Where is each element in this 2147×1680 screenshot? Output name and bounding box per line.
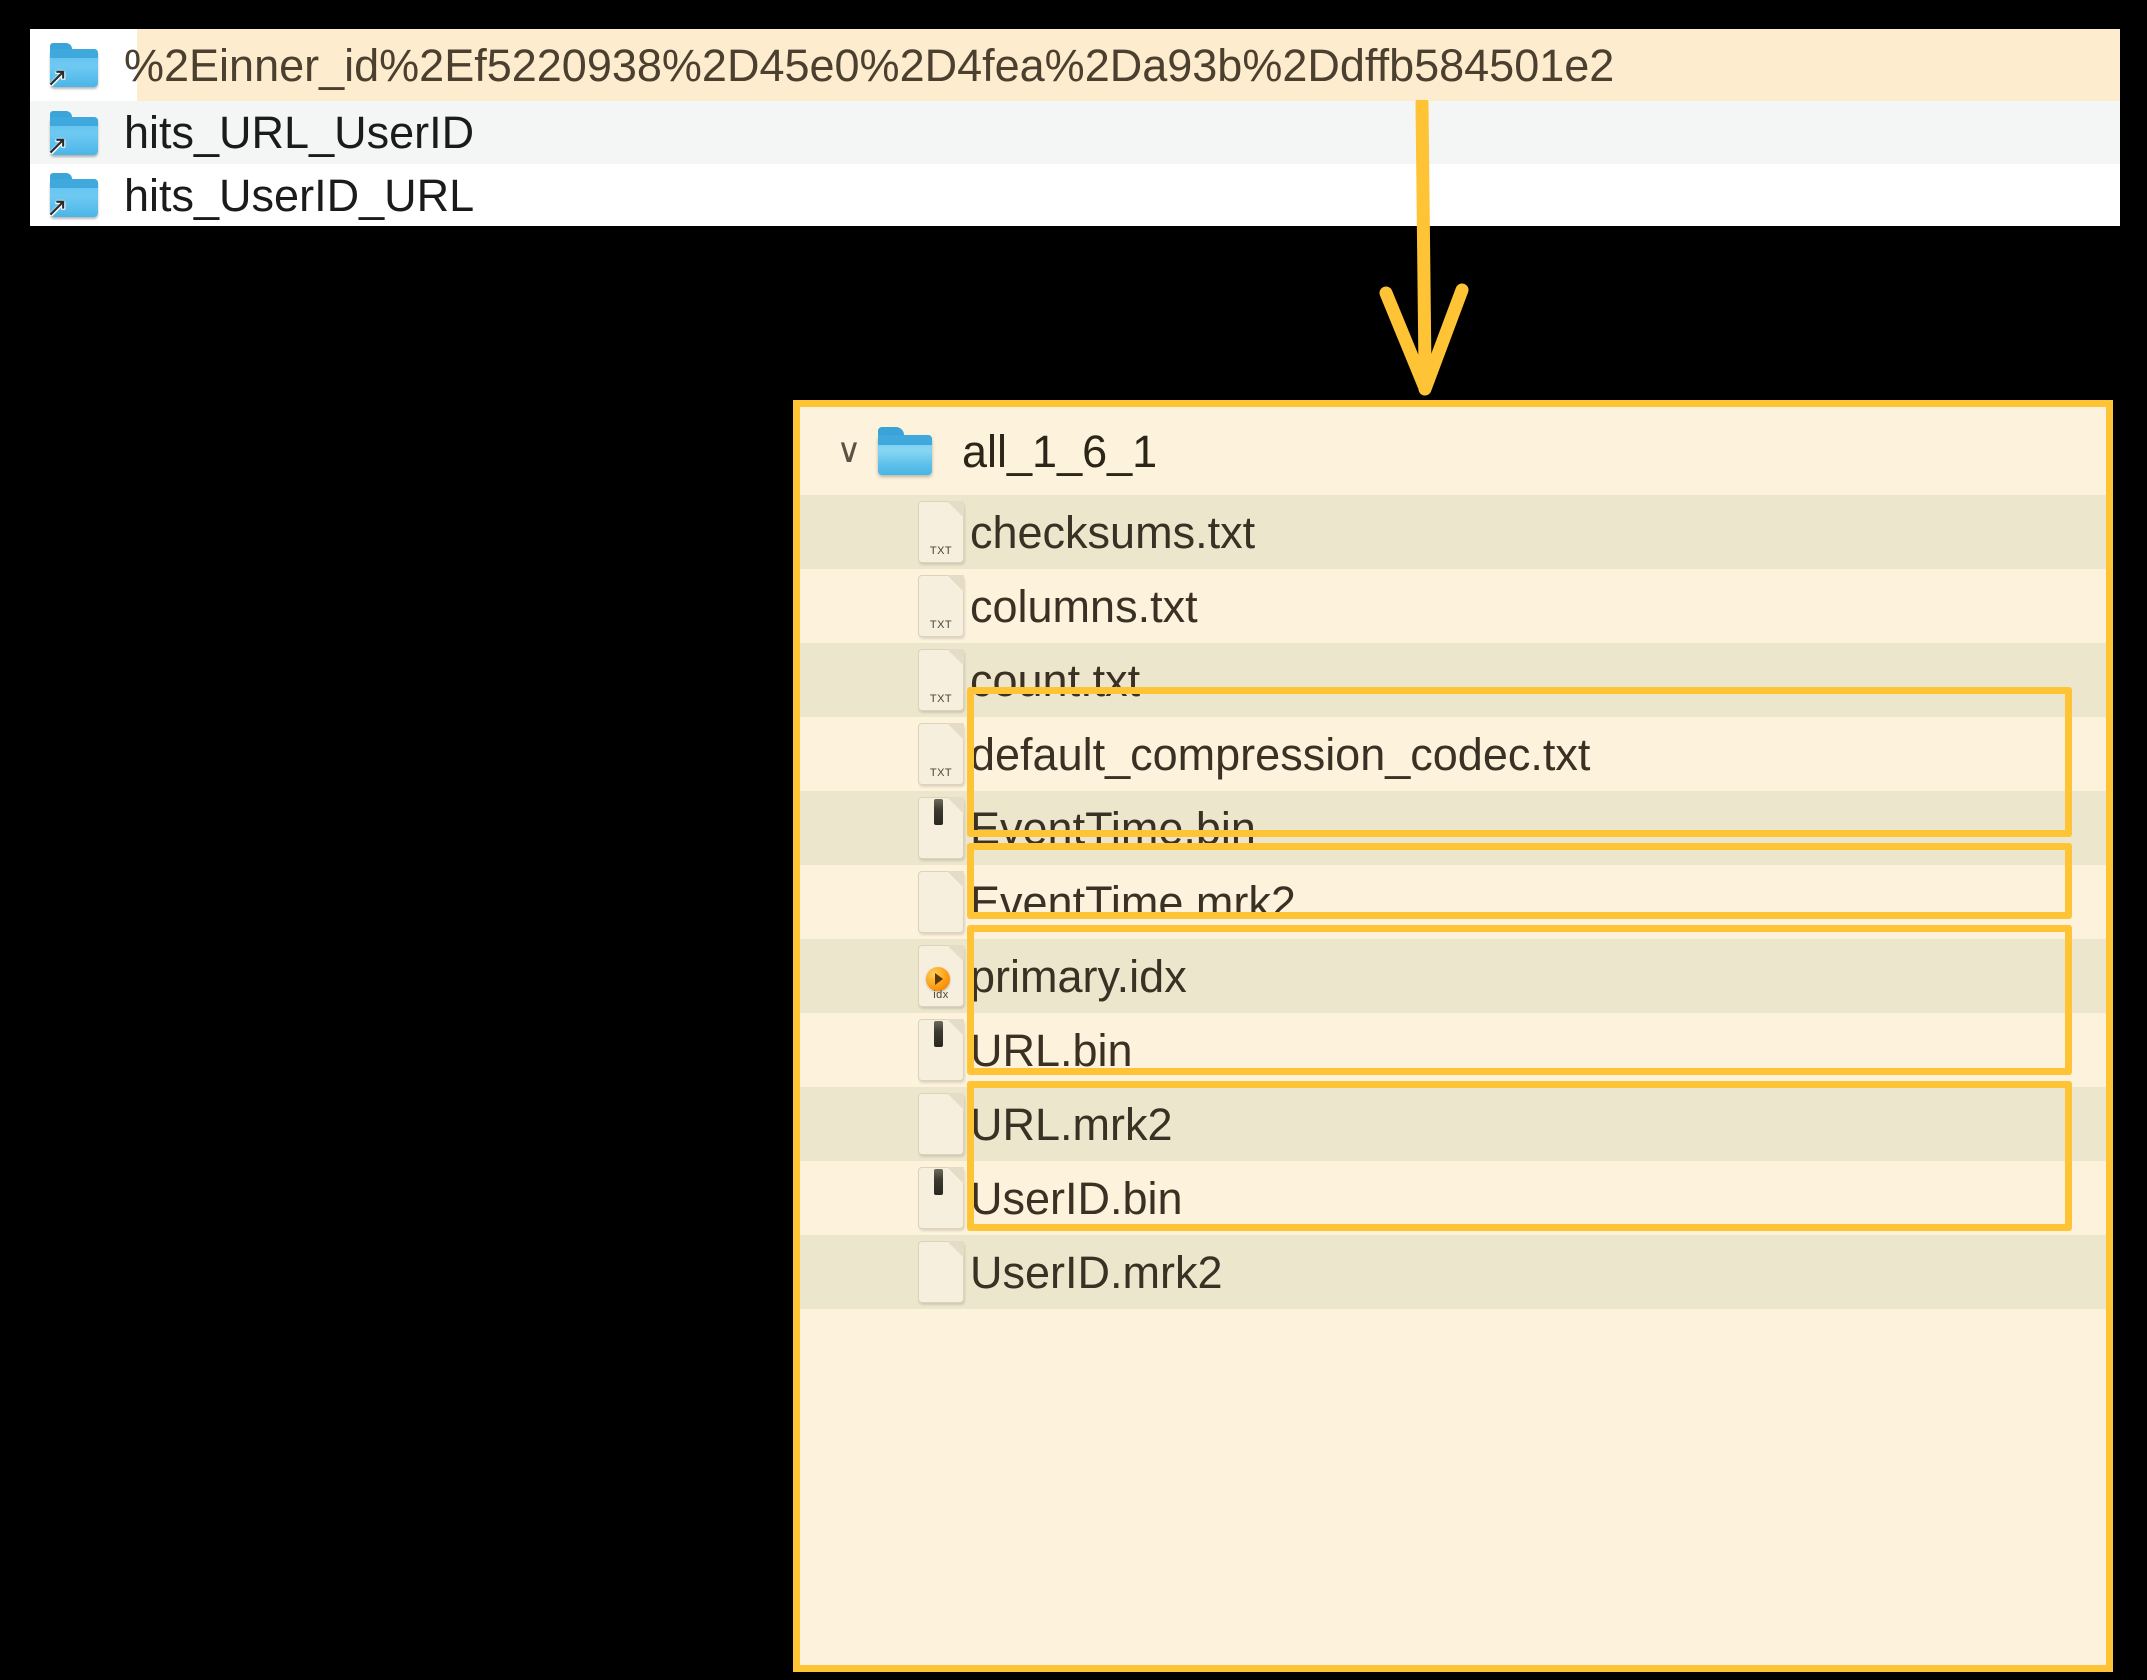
parts-folder-list-panel: ↗ %2Einner_id%2Ef5220938%2D45e0%2D4fea%2… (30, 29, 2120, 226)
tree-file-row[interactable]: TXT columns.txt (800, 569, 2106, 643)
bin-file-icon (912, 1017, 970, 1083)
txt-file-icon: TXT (912, 499, 970, 565)
file-ext-label: TXT (929, 693, 953, 705)
txt-file-icon: TXT (912, 721, 970, 787)
idx-file-icon: idx (912, 943, 970, 1009)
folder-alias-icon: ↗ (46, 42, 100, 92)
tree-file-row[interactable]: EventTime.mrk2 (800, 865, 2106, 939)
txt-file-icon: TXT (912, 647, 970, 713)
folder-list-item[interactable]: ↗ hits_UserID_URL (30, 164, 2120, 226)
folder-list-item-label: hits_URL_UserID (124, 107, 475, 158)
tree-file-label: EventTime.bin (970, 802, 1256, 854)
tree-file-row[interactable]: TXT checksums.txt (800, 495, 2106, 569)
bin-file-icon (912, 1165, 970, 1231)
tree-file-label: URL.bin (970, 1024, 1133, 1076)
tree-folder-row[interactable]: ∨ all_1_6_1 (800, 407, 2106, 495)
folder-alias-icon: ↗ (46, 110, 100, 160)
tree-file-label: default_compression_codec.txt (970, 728, 1591, 780)
folder-list-item-label: %2Einner_id%2Ef5220938%2D45e0%2D4fea%2Da… (124, 39, 1615, 91)
blank-file-icon (912, 869, 970, 935)
tree-file-label: UserID.bin (970, 1172, 1183, 1224)
chevron-down-icon[interactable]: ∨ (836, 432, 862, 470)
tree-file-label: UserID.mrk2 (970, 1246, 1223, 1298)
blank-file-icon (912, 1239, 970, 1305)
tree-file-row[interactable]: TXT default_compression_codec.txt (800, 717, 2106, 791)
tree-file-row[interactable]: EventTime.bin (800, 791, 2106, 865)
alias-arrow-icon: ↗ (46, 192, 68, 222)
txt-file-icon: TXT (912, 573, 970, 639)
tree-file-row[interactable]: UserID.mrk2 (800, 1235, 2106, 1309)
folder-list-item-selected[interactable]: ↗ %2Einner_id%2Ef5220938%2D45e0%2D4fea%2… (30, 29, 2120, 101)
tree-file-row[interactable]: URL.bin (800, 1013, 2106, 1087)
alias-arrow-icon: ↗ (46, 62, 68, 92)
tree-file-row[interactable]: idx primary.idx (800, 939, 2106, 1013)
down-arrow-annotation (1379, 100, 1469, 396)
tree-file-row[interactable]: TXT count.txt (800, 643, 2106, 717)
file-ext-label: idx (933, 989, 949, 1001)
folder-list-item[interactable]: ↗ hits_URL_UserID (30, 101, 2120, 164)
bin-file-icon (912, 795, 970, 861)
tree-file-label: columns.txt (970, 580, 1198, 632)
tree-file-label: checksums.txt (970, 506, 1256, 558)
tree-file-label: count.txt (970, 654, 1141, 706)
tree-file-row[interactable]: UserID.bin (800, 1161, 2106, 1235)
folder-icon (876, 427, 934, 475)
selection-highlight (137, 29, 2120, 101)
blank-file-icon (912, 1091, 970, 1157)
file-ext-label: TXT (929, 545, 953, 557)
tree-folder-label: all_1_6_1 (962, 425, 1158, 477)
part-contents-panel: ∨ all_1_6_1 TXT checksums.txt TXT column… (793, 400, 2113, 1672)
file-ext-label: TXT (929, 619, 953, 631)
tree-file-label: EventTime.mrk2 (970, 876, 1296, 928)
alias-arrow-icon: ↗ (46, 129, 68, 160)
tree-file-row[interactable]: URL.mrk2 (800, 1087, 2106, 1161)
folder-alias-icon: ↗ (46, 172, 100, 222)
tree-file-label: URL.mrk2 (970, 1098, 1173, 1150)
folder-list-item-label: hits_UserID_URL (124, 169, 475, 221)
tree-file-label: primary.idx (970, 950, 1187, 1002)
file-ext-label: TXT (929, 767, 953, 779)
